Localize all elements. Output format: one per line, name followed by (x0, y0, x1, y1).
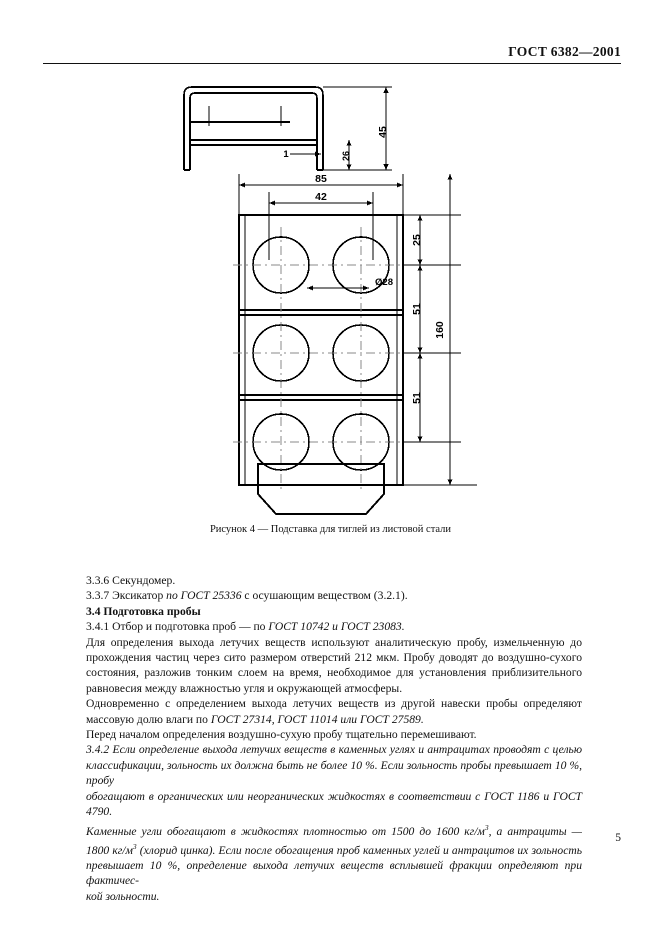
header-rule (43, 63, 621, 64)
crucible-stand-drawing: 45 26 1 85 42 Ø28 25 51 51 160 (183, 86, 477, 515)
para5-line2-b: (хлорид цинка). Если после обогащения пр… (136, 843, 582, 857)
dim-pitch-mid1: 51 (411, 303, 423, 315)
para1-line3: состояния, разложив тонким слоем на врем… (86, 666, 582, 680)
para4-line1: 3.4.2 Если определение выхода летучих ве… (86, 743, 582, 757)
para2-line2-a: массовую долю влаги по (86, 712, 211, 726)
para5-line1-sup: 3 (484, 822, 489, 832)
standard-header: ГОСТ 6382—2001 (508, 44, 621, 59)
clause-3-3-7-a: 3.3.7 Эксикатор (86, 589, 167, 603)
clause-3-4-2: 3.4.2 Если определение выхода летучих ве… (86, 742, 582, 819)
para1-line4: равновесия между влажностью угля и окруж… (86, 681, 403, 695)
dim-hole-diameter: Ø28 (375, 277, 393, 288)
para1-line1: Для определения выхода летучих веществ и… (86, 635, 582, 649)
para5-line2-sup: 3 (132, 841, 137, 851)
clause-3-4-1-ref: ГОСТ 10742 и ГОСТ 23083. (268, 620, 405, 634)
clause-3-3-6-line: 3.3.6 Секундомер. (86, 574, 176, 587)
paragraph-mixing: Перед началом определения воздушно-сухую… (86, 727, 582, 742)
para5-line2-a: 1800 кг/м (86, 843, 133, 857)
technical-drawing-figure: 45 26 1 85 42 Ø28 25 51 51 160 (43, 62, 621, 532)
heading-3-4-text: 3.4 Подготовка пробы (86, 604, 201, 618)
dim-pitch-top: 25 (411, 234, 423, 246)
clause-3-3-7: 3.3.7 Эксикатор по ГОСТ 25336 с осушающи… (86, 588, 582, 603)
para3-line1: Перед началом определения воздушно-сухую… (86, 728, 477, 742)
dim-side-height: 45 (377, 126, 389, 138)
dim-plan-width-outer: 85 (315, 173, 327, 185)
clause-3-3-7-b: с осушающим веществом (3.2.1). (241, 589, 408, 603)
dim-thickness: 1 (283, 149, 289, 160)
para1-line2: прохождения частиц через сито размером о… (86, 651, 582, 665)
para2-line1: Одновременно с определением выхода летуч… (86, 697, 582, 711)
dim-pitch-mid2: 51 (411, 392, 423, 404)
heading-3-4: 3.4 Подготовка пробы (86, 604, 582, 619)
para5-line1-a: Каменные угли обогащают в жидкостях плот… (86, 824, 485, 838)
page-number: 5 (615, 832, 621, 844)
dim-side-leg: 26 (341, 151, 351, 161)
body-text: 3.3.6 Секундомер. 3.3.7 Эксикатор по ГОС… (86, 573, 582, 904)
paragraph-enrichment: Каменные угли обогащают в жидкостях плот… (86, 820, 582, 905)
para2-line2-ref: ГОСТ 27314, ГОСТ 11014 или ГОСТ 27589. (210, 712, 424, 726)
para5-line3: превышает 10 %, определение выхода летуч… (86, 859, 582, 888)
paragraph-analytical-sample: Для определения выхода летучих веществ и… (86, 635, 582, 697)
para5-line1-b: , а антрациты — (488, 824, 582, 838)
para5-line4: кой зольности. (86, 889, 160, 903)
dim-plan-width-inner: 42 (315, 191, 327, 203)
dim-overall-length: 160 (434, 321, 446, 339)
clause-3-4-1-a: 3.4.1 Отбор и подготовка проб — по (86, 620, 269, 634)
clause-3-4-1: 3.4.1 Отбор и подготовка проб — по ГОСТ … (86, 619, 582, 634)
paragraph-moisture: Одновременно с определением выхода летуч… (86, 696, 582, 727)
para4-line3: обогащают в органических или неорганичес… (86, 789, 582, 819)
clause-3-3-6: 3.3.6 Секундомер. (86, 573, 582, 588)
clause-3-3-7-ref: по ГОСТ 25336 (166, 589, 242, 603)
para4-line2: классификации, зольность их должна быть … (86, 758, 582, 788)
figure-caption: Рисунок 4 — Подставка для тиглей из лист… (209, 524, 452, 535)
